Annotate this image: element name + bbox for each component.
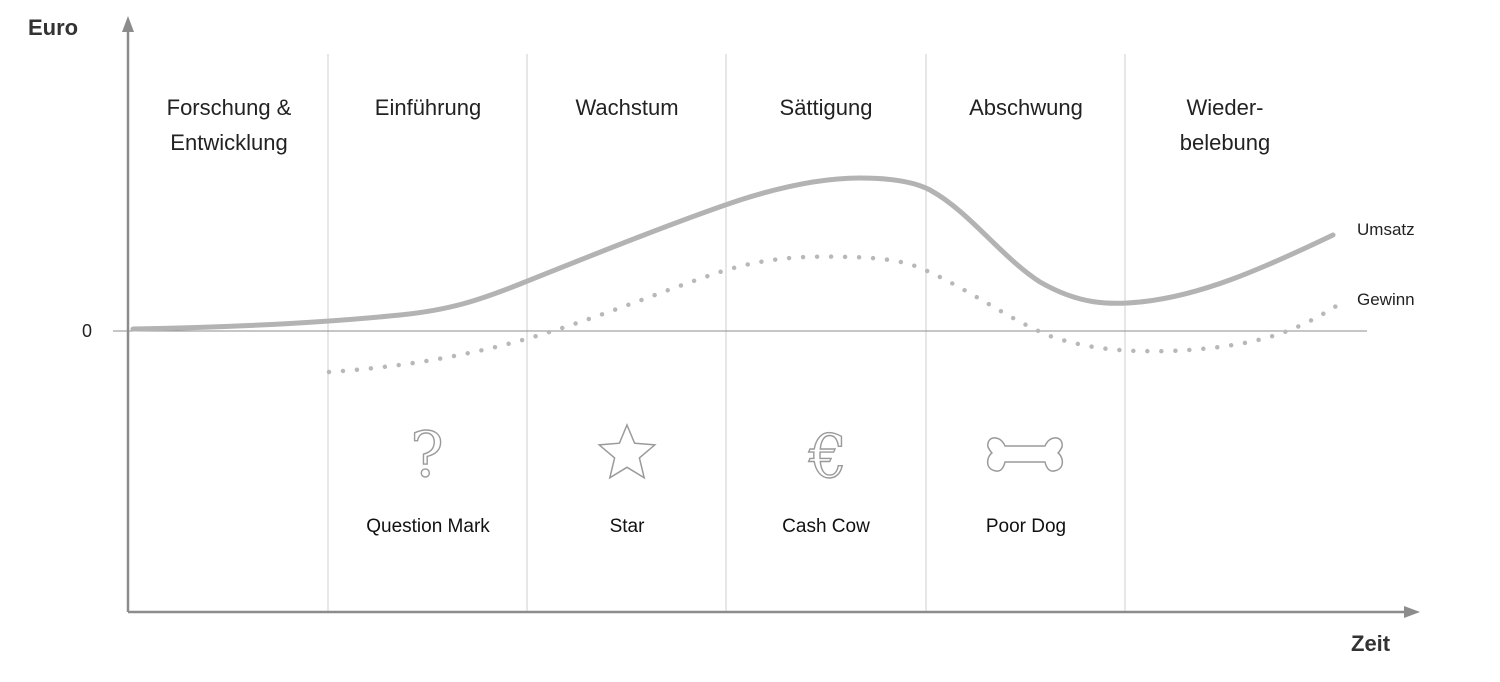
series-label-profit: Gewinn <box>1357 290 1415 309</box>
profit-curve <box>326 254 1341 375</box>
phase-introduction: Einführung <box>328 90 528 125</box>
bone-icon <box>986 437 1064 472</box>
question-mark-icon: ? <box>410 417 445 491</box>
bcg-label-star: Star <box>609 516 645 537</box>
phase-decline-line-1: Abschwung <box>969 95 1083 120</box>
x-axis-arrow <box>1404 606 1420 618</box>
phase-research: Forschung & Entwicklung <box>129 90 329 160</box>
phase-decline: Abschwung <box>926 90 1126 125</box>
axes <box>122 16 1420 618</box>
y-axis-label: Euro <box>28 15 79 40</box>
phase-dividers <box>327 54 1126 612</box>
star-icon <box>597 423 657 480</box>
phase-revival: Wieder- belebung <box>1125 90 1325 160</box>
y-axis-arrow <box>122 16 134 32</box>
phase-growth-line-1: Wachstum <box>575 95 679 120</box>
svg-text:€: € <box>808 422 847 492</box>
euro-icon: € <box>807 421 848 492</box>
bcg-label-poor-dog: Poor Dog <box>985 516 1067 537</box>
phase-growth: Wachstum <box>527 90 727 125</box>
zero-tick-label: 0 <box>82 321 93 341</box>
phase-saturation-line-1: Sättigung <box>779 95 873 120</box>
bcg-icons: ? € <box>410 417 1064 493</box>
phase-research-line-1: Forschung & <box>166 95 292 120</box>
revenue-curve <box>130 175 1336 332</box>
bcg-label-cash-cow: Cash Cow <box>782 516 870 537</box>
series-label-revenue: Umsatz <box>1357 220 1415 239</box>
svg-text:?: ? <box>410 418 443 491</box>
phase-saturation: Sättigung <box>726 90 926 125</box>
bcg-label-question-mark: Question Mark <box>366 516 490 537</box>
x-axis-label: Zeit <box>1351 631 1391 656</box>
phase-revival-line-2: belebung <box>1179 130 1271 155</box>
phase-research-line-2: Entwicklung <box>170 130 288 155</box>
phase-introduction-line-1: Einführung <box>374 95 482 120</box>
phase-revival-line-1: Wieder- <box>1186 95 1264 120</box>
